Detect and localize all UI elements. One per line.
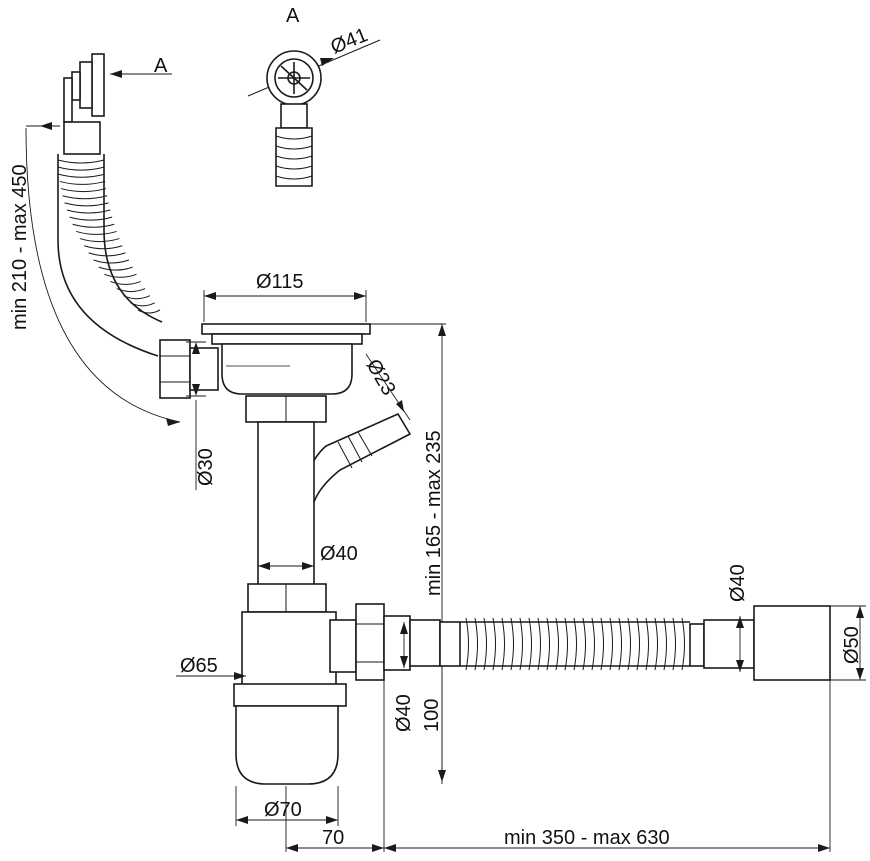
section-letter-side: A: [154, 55, 168, 77]
overflow-fitting: [63, 53, 172, 155]
dimension-100: 100: [421, 699, 443, 732]
dimension-d115: Ø115: [256, 271, 303, 293]
dimension-d30: Ø30: [195, 448, 217, 486]
dimension-d23: Ø23: [362, 356, 400, 400]
overflow-length-label: min 210 - max 450: [9, 164, 31, 330]
dimension-d70: Ø70: [264, 799, 302, 821]
bottle-trap: [176, 611, 347, 785]
d30-dimension: [186, 341, 206, 490]
overflow-length-dimension: [25, 122, 181, 426]
dimension-d40-trap: Ø40: [727, 564, 749, 602]
dimension-d65: Ø65: [180, 655, 218, 677]
dimension-d40-outlet: Ø40: [393, 694, 415, 732]
overflow-nut: [159, 339, 219, 399]
hose-length-label: min 350 - max 630: [504, 827, 670, 849]
overflow-hose: [57, 154, 163, 357]
sink-strainer: [201, 290, 371, 395]
bottom-dimensions: [235, 680, 831, 852]
vertical-pipe: [245, 395, 327, 613]
outlet-hose: [439, 605, 866, 681]
dimension-70: 70: [322, 827, 344, 849]
trap-outlet: [329, 603, 446, 782]
section-view-a: [247, 39, 381, 187]
dimension-d50: Ø50: [841, 626, 863, 664]
section-letter-top: A: [286, 5, 300, 27]
dimension-d40-pipe: Ø40: [320, 543, 358, 565]
height-range-label: min 165 - max 235: [423, 430, 445, 596]
